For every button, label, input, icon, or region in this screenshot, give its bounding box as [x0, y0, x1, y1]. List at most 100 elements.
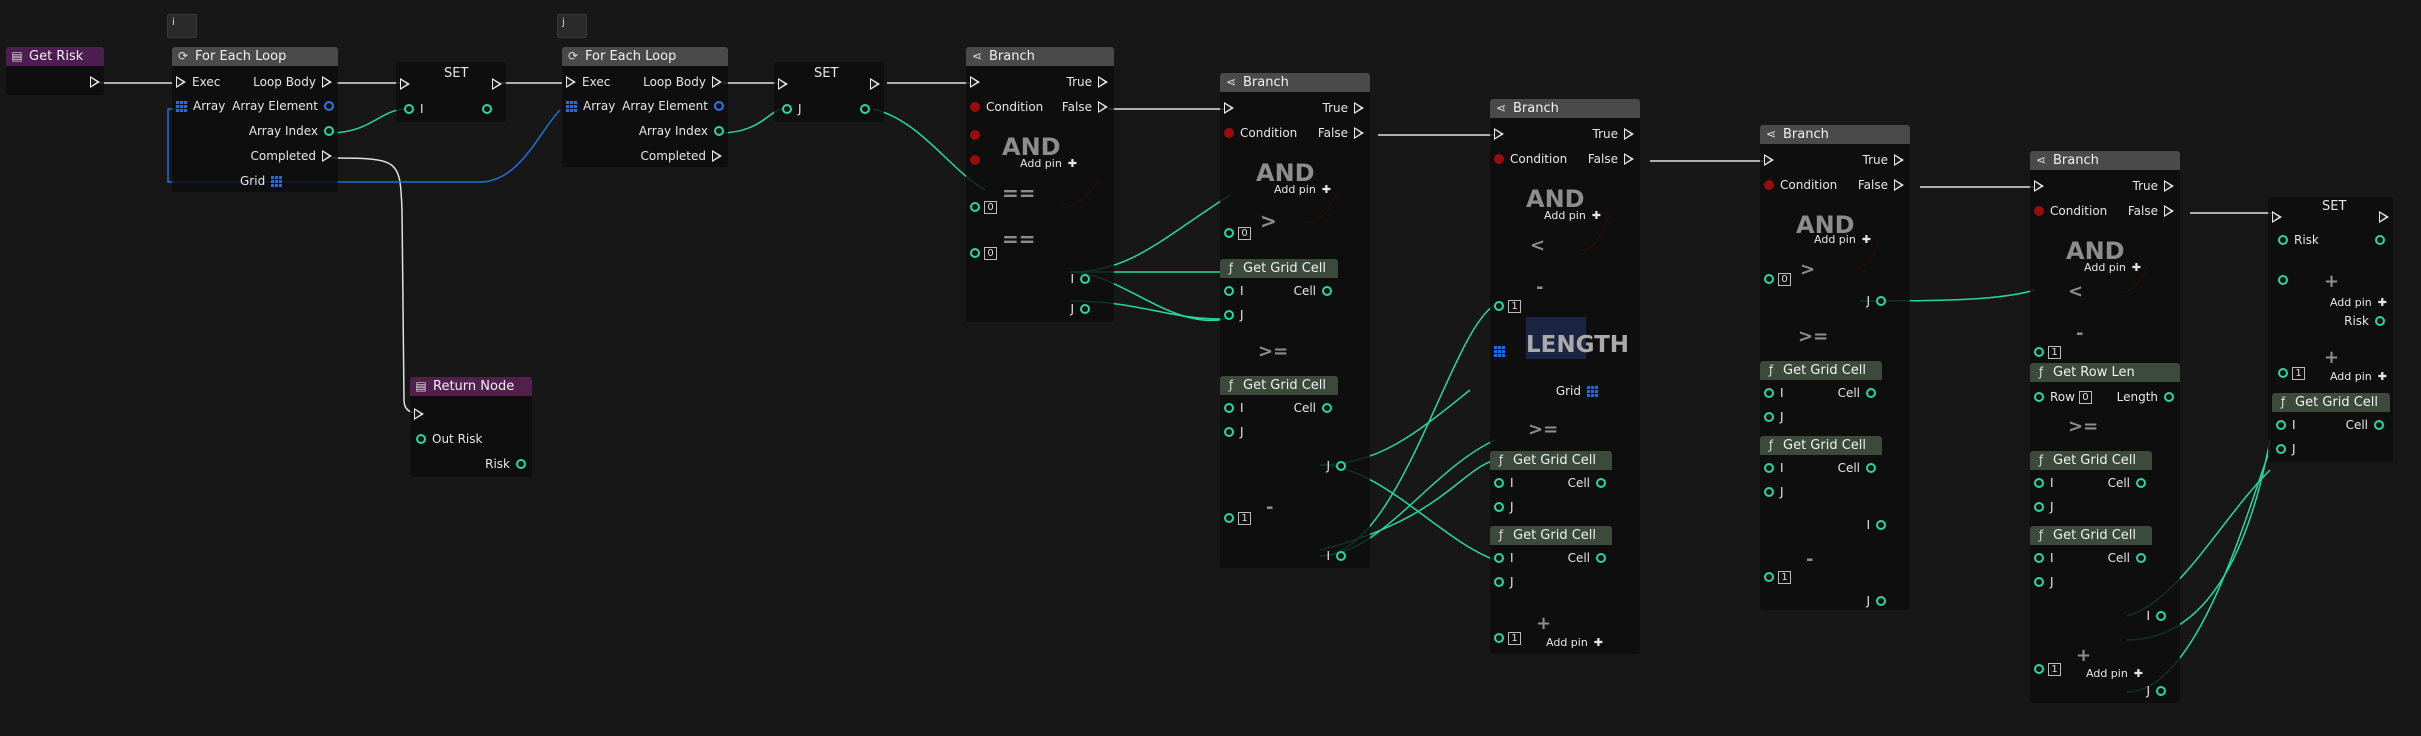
add-pin-label[interactable]: Add pin — [1546, 635, 1588, 649]
array-element-pin[interactable] — [324, 101, 334, 111]
plus-icon[interactable]: ✚ — [2377, 369, 2387, 383]
one-input[interactable]: 1 — [1778, 570, 1791, 584]
zero-input[interactable]: 0 — [984, 200, 997, 214]
event-node-get-risk[interactable]: ▤Get Risk — [6, 47, 104, 95]
bool-pin[interactable] — [970, 130, 980, 140]
true-pin[interactable] — [1624, 128, 1634, 140]
for-each-loop-2[interactable]: ⟳For Each Loop Exec Loop Body Array Arra… — [562, 47, 728, 167]
true-pin[interactable] — [1098, 76, 1108, 88]
zero-input[interactable]: 0 — [1778, 272, 1791, 286]
add-pin-label[interactable]: Add pin — [2086, 666, 2128, 680]
j-pin[interactable] — [1080, 304, 1090, 314]
cell-pin[interactable] — [2374, 420, 2384, 430]
exec-in-pin[interactable] — [2272, 211, 2282, 223]
int-pin[interactable] — [1494, 301, 1504, 311]
int-pin[interactable] — [1224, 513, 1234, 523]
int-pin[interactable] — [2034, 664, 2044, 674]
completed-pin[interactable] — [712, 150, 722, 162]
one-input[interactable]: 1 — [1508, 299, 1521, 313]
branch-node-1[interactable]: ⋖Branch True Condition False AND Add pin… — [966, 47, 1114, 322]
condition-pin[interactable] — [1764, 180, 1774, 190]
risk-out-pin[interactable] — [2375, 235, 2385, 245]
one-input[interactable]: 1 — [2048, 662, 2061, 676]
branch-node-3[interactable]: ⋖Branch True Condition False AND Add pin… — [1490, 99, 1640, 654]
exec-out-pin[interactable] — [870, 78, 880, 90]
false-pin[interactable] — [1354, 127, 1364, 139]
exec-out-pin[interactable] — [2379, 211, 2389, 223]
exec-in-pin[interactable] — [414, 408, 424, 420]
array-element-pin[interactable] — [714, 101, 724, 111]
false-pin[interactable] — [1098, 101, 1108, 113]
set-i-node[interactable]: SET I — [396, 62, 506, 122]
cell-pin[interactable] — [1866, 388, 1876, 398]
add-pin-label[interactable]: Add pin — [2084, 260, 2126, 274]
j-pin[interactable] — [1876, 596, 1886, 606]
plus-icon[interactable]: ✚ — [2131, 260, 2142, 274]
i-pin[interactable] — [1336, 551, 1346, 561]
j-out-pin[interactable] — [860, 104, 870, 114]
array-index-pin[interactable] — [714, 126, 724, 136]
j-pin[interactable] — [1876, 296, 1886, 306]
true-pin[interactable] — [1894, 154, 1904, 166]
out-risk-pin[interactable] — [416, 434, 426, 444]
false-pin[interactable] — [1894, 179, 1904, 191]
length-pin[interactable] — [2164, 392, 2174, 402]
condition-pin[interactable] — [2034, 206, 2044, 216]
true-pin[interactable] — [1354, 102, 1364, 114]
one-input[interactable]: 1 — [1508, 631, 1521, 645]
j-pin[interactable] — [2034, 502, 2044, 512]
plus-icon[interactable]: ✚ — [1591, 208, 1602, 222]
j-pin[interactable] — [1764, 487, 1774, 497]
exec-in-pin[interactable] — [1494, 128, 1504, 140]
add-pin-label[interactable]: Add pin — [2329, 295, 2372, 309]
j-in-pin[interactable] — [782, 104, 792, 114]
true-pin[interactable] — [2164, 180, 2174, 192]
risk-in-pin[interactable] — [2278, 235, 2288, 245]
risk-pin[interactable] — [2375, 316, 2385, 326]
i-pin[interactable] — [1494, 553, 1504, 563]
int-pin[interactable] — [970, 248, 980, 258]
int-pin[interactable] — [1764, 274, 1774, 284]
add-pin-label[interactable]: Add pin — [1020, 156, 1062, 170]
zero-input[interactable]: 0 — [984, 246, 997, 260]
j-pin[interactable] — [2156, 686, 2166, 696]
i-pin[interactable] — [1494, 478, 1504, 488]
j-pin[interactable] — [1764, 412, 1774, 422]
i-pin[interactable] — [1224, 403, 1234, 413]
exec-in-pin[interactable] — [566, 76, 576, 88]
for-each-loop-1[interactable]: ⟳For Each Loop Exec Loop Body Array Arra… — [172, 47, 338, 192]
one-input[interactable]: 1 — [2048, 345, 2061, 359]
i-pin[interactable] — [2034, 553, 2044, 563]
j-pin[interactable] — [2034, 577, 2044, 587]
int-pin[interactable] — [1764, 572, 1774, 582]
array-in-pin-icon[interactable] — [1494, 345, 1505, 357]
cell-pin[interactable] — [1596, 553, 1606, 563]
condition-pin[interactable] — [1224, 128, 1234, 138]
cell-pin[interactable] — [1596, 478, 1606, 488]
zero-input[interactable]: 0 — [1238, 226, 1251, 240]
i-pin[interactable] — [2034, 478, 2044, 488]
int-pin[interactable] — [2034, 347, 2044, 357]
i-pin[interactable] — [1764, 463, 1774, 473]
add-pin-label[interactable]: Add pin — [1814, 232, 1856, 246]
set-j-node[interactable]: SET J — [774, 62, 884, 122]
add-pin-label[interactable]: Add pin — [1274, 182, 1316, 196]
one-input[interactable]: 1 — [2292, 366, 2305, 380]
i-pin[interactable] — [1764, 388, 1774, 398]
exec-in-pin[interactable] — [2034, 180, 2044, 192]
false-pin[interactable] — [1624, 153, 1634, 165]
j-pin[interactable] — [1494, 502, 1504, 512]
cell-pin[interactable] — [2136, 553, 2146, 563]
int-pin[interactable] — [2278, 275, 2288, 285]
i-pin[interactable] — [2156, 611, 2166, 621]
j-pin[interactable] — [1224, 310, 1234, 320]
